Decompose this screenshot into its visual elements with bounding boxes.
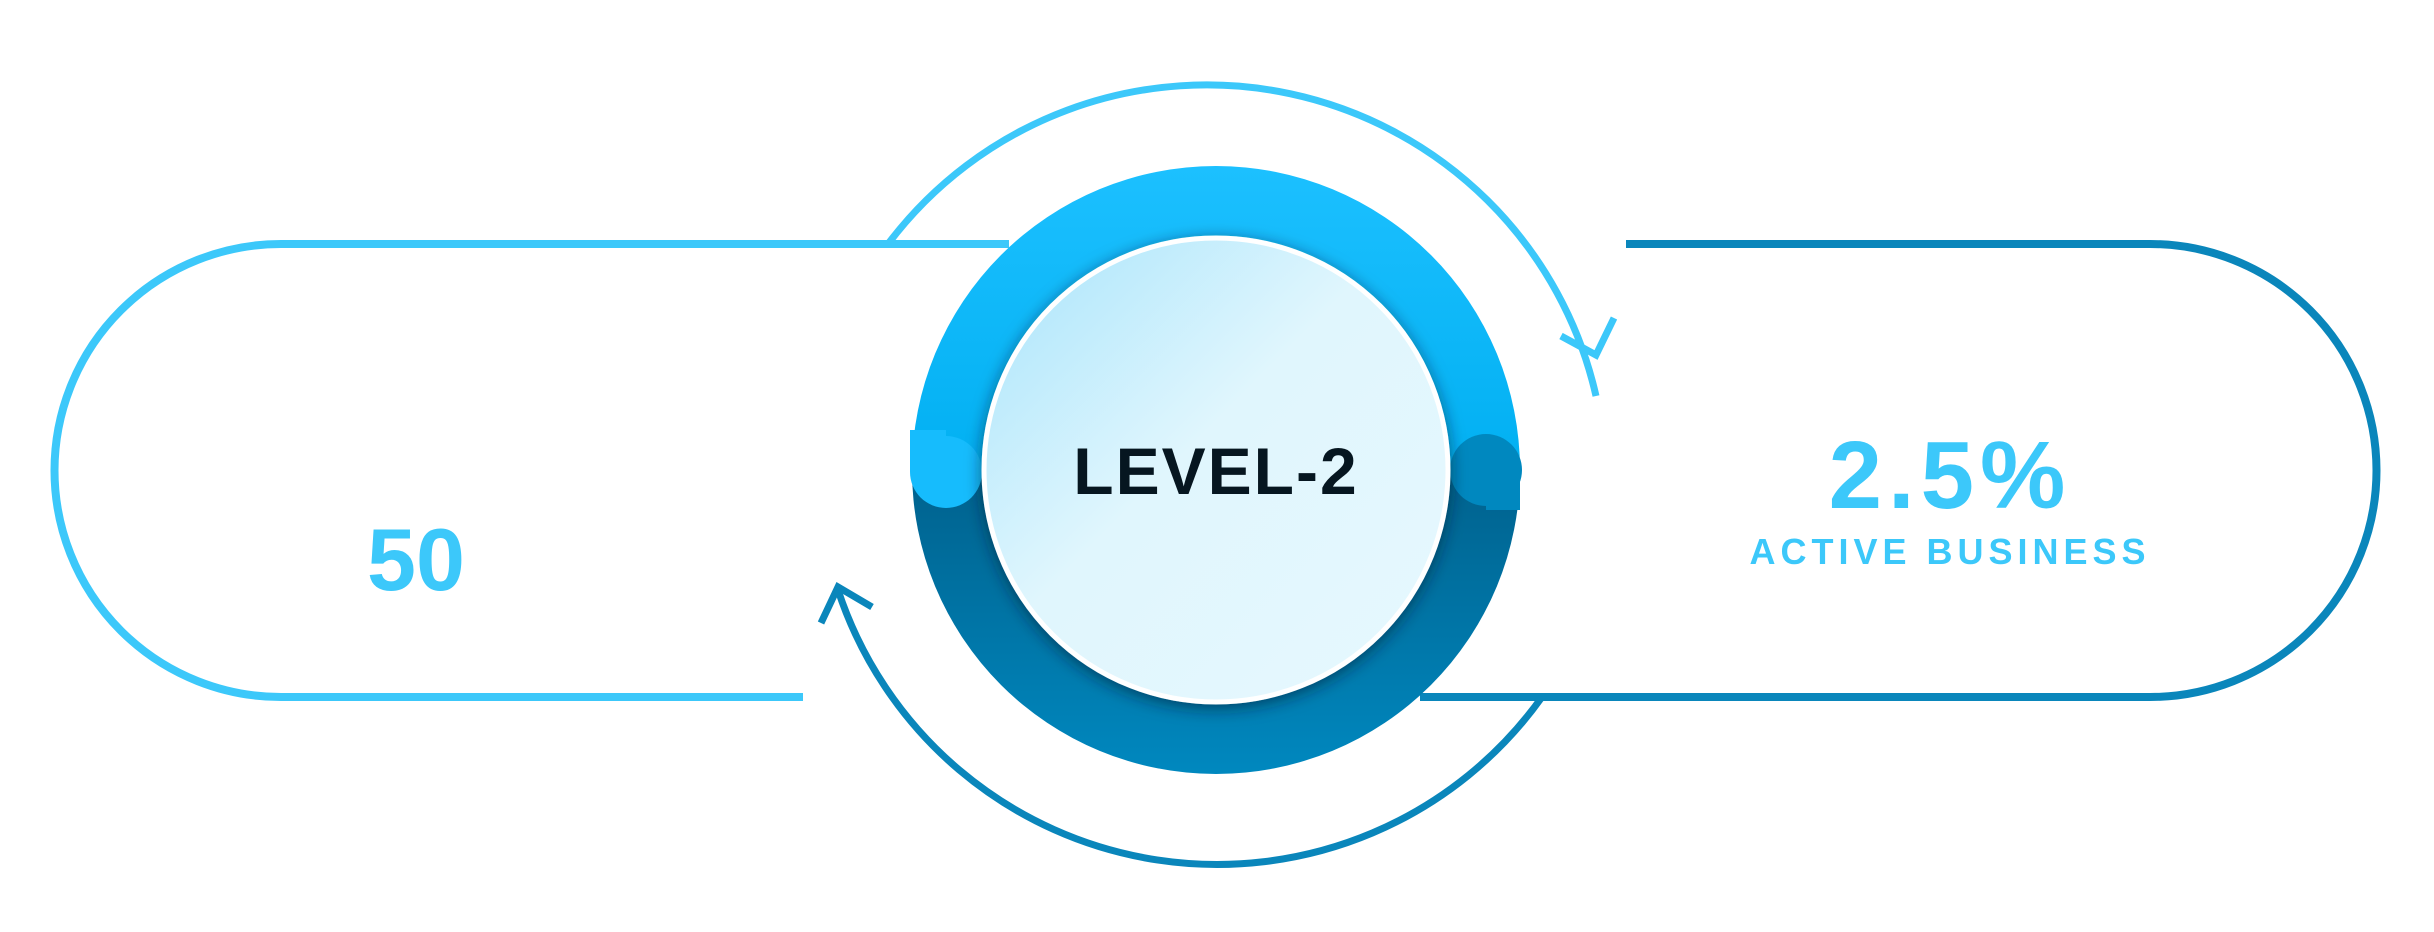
right-stat-value: 2.5% xyxy=(1829,422,2072,529)
inner-disc xyxy=(981,235,1451,705)
left-stat-value: 50 xyxy=(367,510,465,609)
top-arrowhead-icon xyxy=(1559,316,1618,360)
right-stat-caption: ACTIVE BUSINESS xyxy=(1749,531,2150,572)
center-level-label: LEVEL-2 xyxy=(1073,434,1358,508)
top-cycle-arrow xyxy=(885,81,1600,397)
bottom-cycle-arrow xyxy=(834,588,1545,868)
bottom-arrowhead-icon xyxy=(817,582,874,625)
left-pill-outline xyxy=(50,240,1009,701)
right-pill-outline xyxy=(1420,240,2381,701)
